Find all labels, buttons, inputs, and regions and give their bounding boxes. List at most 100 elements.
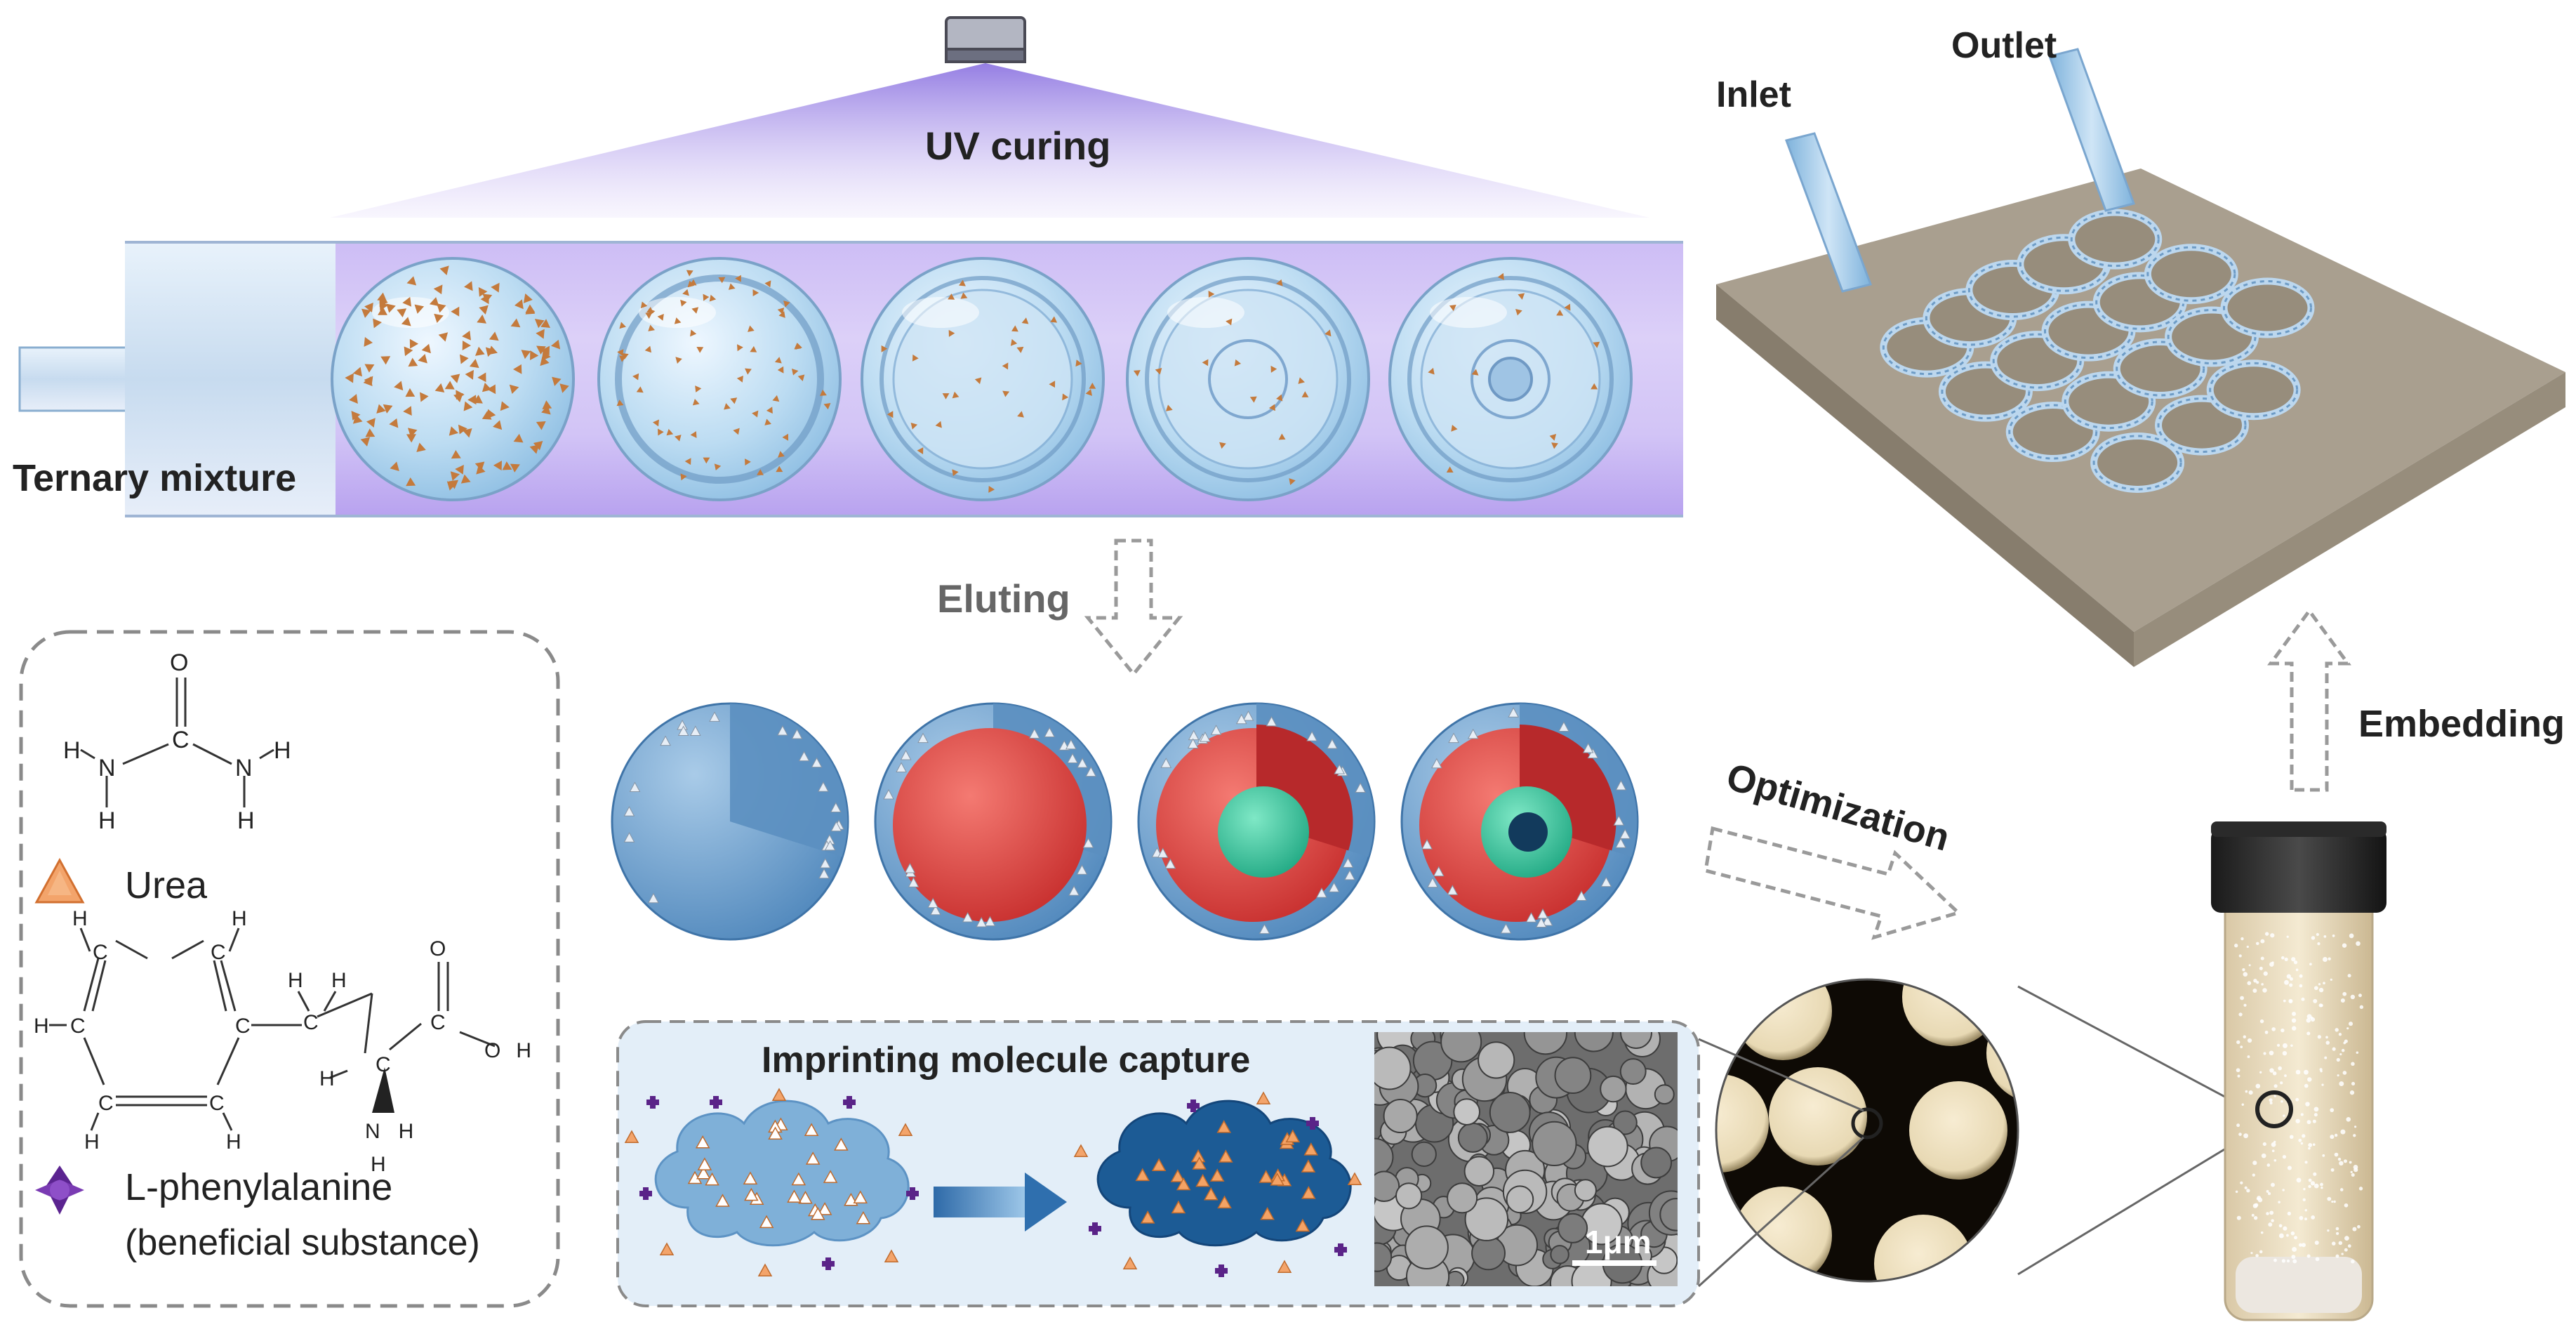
imprint-cavity bbox=[917, 732, 929, 744]
vial-speckle bbox=[2280, 956, 2285, 960]
imprint-cavity bbox=[1508, 707, 1520, 718]
urea-particle bbox=[462, 341, 471, 350]
sem-particle bbox=[1612, 1110, 1638, 1135]
captured-urea bbox=[1217, 1195, 1232, 1209]
urea-particle bbox=[1593, 341, 1600, 348]
urea-particle bbox=[823, 403, 831, 410]
imprint-cavity bbox=[1327, 738, 1338, 749]
vial-speckle bbox=[2335, 1028, 2339, 1032]
urea-particle bbox=[542, 400, 552, 409]
urea-particle bbox=[652, 419, 659, 427]
urea-particle bbox=[1324, 329, 1332, 337]
vial-speckle bbox=[2313, 1172, 2317, 1176]
urea-particle bbox=[469, 359, 479, 369]
captured-urea bbox=[1270, 1173, 1284, 1186]
urea-particle bbox=[718, 277, 726, 284]
vial-speckle bbox=[2286, 935, 2289, 938]
urea-particle bbox=[493, 461, 502, 471]
imprint-cavity bbox=[1447, 885, 1459, 895]
vial-speckle bbox=[2243, 1035, 2247, 1039]
free-urea bbox=[1256, 1091, 1271, 1104]
vial-speckle bbox=[2352, 1227, 2357, 1231]
urea-particle bbox=[948, 293, 955, 300]
urea-particle bbox=[1276, 279, 1283, 286]
droplet-core bbox=[1488, 357, 1533, 402]
sem-particle bbox=[1523, 1032, 1568, 1055]
vial-speckle bbox=[2323, 982, 2325, 985]
vial-speckle bbox=[2303, 1187, 2306, 1191]
urea-particle bbox=[460, 474, 471, 484]
vial-speckle bbox=[2339, 1188, 2344, 1191]
vial-speckle bbox=[2283, 1114, 2285, 1117]
urea-particle bbox=[1497, 272, 1504, 280]
urea-particle bbox=[1021, 317, 1029, 324]
urea-particle bbox=[1564, 303, 1571, 311]
vial-speckle bbox=[2357, 1224, 2361, 1229]
sem-particle bbox=[1374, 1046, 1412, 1090]
vial-speckle bbox=[2344, 1236, 2349, 1241]
sem-particle bbox=[1447, 1182, 1478, 1214]
urea-particle bbox=[728, 283, 736, 290]
vial-speckle bbox=[2273, 1095, 2276, 1097]
vial-speckle bbox=[2296, 1177, 2302, 1183]
cavity-triangle bbox=[695, 1135, 710, 1149]
vial-speckle bbox=[2338, 1033, 2342, 1036]
vial-speckle bbox=[2240, 937, 2244, 941]
vial-speckle bbox=[2306, 1254, 2311, 1258]
urea-particle bbox=[689, 279, 697, 286]
urea-particle bbox=[349, 394, 358, 404]
imprint-cavity bbox=[1525, 912, 1537, 923]
urea-triangle-icon bbox=[34, 857, 85, 904]
imprint-cavity bbox=[1328, 882, 1340, 892]
urea-particle bbox=[401, 317, 411, 326]
vial-speckle bbox=[2261, 1153, 2266, 1158]
urea-particle bbox=[366, 418, 376, 428]
urea-particle bbox=[514, 299, 524, 310]
vial-speckle bbox=[2286, 1234, 2289, 1237]
inlet-tube bbox=[1785, 132, 1872, 293]
urea-particle bbox=[444, 381, 455, 390]
urea-particle bbox=[477, 314, 487, 324]
imprint-cavity bbox=[1448, 732, 1459, 744]
sem-particle bbox=[1640, 1147, 1673, 1179]
urea-atom-h3: H bbox=[274, 737, 291, 764]
phe-atom-h-n1: H bbox=[398, 1120, 414, 1143]
vial-speckle bbox=[2353, 1168, 2358, 1173]
urea-particle bbox=[1133, 370, 1141, 377]
vial-speckle bbox=[2344, 1248, 2348, 1252]
droplet-body bbox=[597, 257, 842, 501]
vial-speckle bbox=[2236, 1040, 2240, 1045]
sem-particle bbox=[1395, 1182, 1423, 1210]
vial-speckle bbox=[2269, 1068, 2274, 1073]
urea-particle bbox=[778, 451, 785, 458]
urea-particle bbox=[695, 385, 702, 392]
imprint-cavity bbox=[1582, 742, 1594, 753]
vial-speckle bbox=[2344, 1203, 2349, 1208]
imprint-cavity bbox=[908, 877, 919, 887]
urea-particle bbox=[1268, 404, 1275, 411]
vial-speckle bbox=[2349, 1161, 2352, 1164]
urea-particle bbox=[352, 366, 362, 377]
sem-particle bbox=[1654, 1084, 1675, 1105]
droplet-highlight bbox=[1430, 297, 1507, 328]
urea-particle bbox=[345, 373, 354, 383]
sem-particle bbox=[1453, 1098, 1481, 1126]
urea-particle bbox=[467, 395, 477, 405]
phe-atom-h-top-right: H bbox=[232, 907, 247, 930]
vial-speckle bbox=[2308, 1142, 2313, 1147]
vial-speckle bbox=[2351, 1081, 2356, 1086]
urea-particle bbox=[935, 421, 942, 428]
vial-speckle bbox=[2316, 932, 2319, 937]
phe-molecule bbox=[646, 1096, 659, 1109]
imprint-cavity bbox=[1157, 847, 1169, 858]
vial-speckle bbox=[2282, 1050, 2288, 1056]
urea-particle bbox=[680, 299, 687, 307]
microsphere-4 bbox=[1400, 702, 1639, 941]
urea-particle bbox=[617, 349, 624, 357]
captured-urea bbox=[1295, 1218, 1310, 1232]
vial-speckle bbox=[2300, 1113, 2304, 1116]
urea-particle bbox=[482, 383, 492, 392]
vial-speckle bbox=[2358, 1187, 2363, 1191]
vial-speckle bbox=[2330, 1108, 2335, 1113]
phenylalanine-label: L-phenylalanine bbox=[125, 1166, 393, 1208]
